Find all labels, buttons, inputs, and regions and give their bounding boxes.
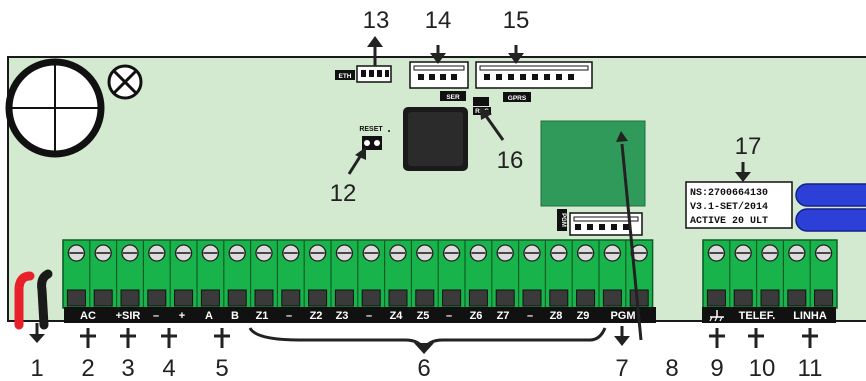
gprs-label: GPRS xyxy=(508,95,527,102)
main-terminal-6 xyxy=(196,240,220,308)
eth-label: ETH xyxy=(339,73,352,80)
terminal-label-minus-1: – xyxy=(153,310,159,322)
serial-line-3: ACTIVE 20 ULT xyxy=(690,216,768,227)
main-terminal-5 xyxy=(169,240,194,308)
main-terminal-15 xyxy=(437,240,462,308)
terminal-label-z1: Z1 xyxy=(256,310,269,322)
main-terminal-2 xyxy=(89,240,113,308)
main-terminal-8 xyxy=(250,240,274,308)
terminal-label-z7: Z7 xyxy=(497,310,510,322)
callout-1: 1 xyxy=(30,355,43,381)
terminal-label-z9: Z9 xyxy=(577,310,590,322)
main-terminal-4 xyxy=(142,240,167,308)
callout-arrows xyxy=(29,36,818,355)
terminal-label-telef: TELEF. xyxy=(739,310,776,322)
callout-16: 16 xyxy=(497,147,524,174)
buzzer xyxy=(5,58,105,158)
main-terminal-22 xyxy=(625,240,649,308)
main-terminal-10 xyxy=(303,240,328,308)
terminal-label-minus-3: – xyxy=(366,310,372,322)
screw-hole xyxy=(107,64,143,100)
main-terminal-21 xyxy=(598,240,622,308)
pgm-jumper-label: PGM xyxy=(560,213,566,227)
main-terminal-3 xyxy=(115,240,140,308)
main-terminal-18 xyxy=(517,240,542,308)
blue-connector-top xyxy=(795,183,866,207)
callout-2: 2 xyxy=(81,355,94,381)
terminal-label-z6: Z6 xyxy=(470,310,483,322)
callout-13: 13 xyxy=(363,7,390,34)
reset-jumper: RESET xyxy=(359,126,390,150)
phone-terminal-4 xyxy=(782,240,807,308)
main-terminal-9 xyxy=(276,240,301,308)
main-terminal-block xyxy=(62,239,654,309)
terminal-label-z2: Z2 xyxy=(310,310,323,322)
phone-terminal-block xyxy=(702,239,838,309)
terminal-label-plus: + xyxy=(179,310,185,322)
terminal-label-linha: LINHA xyxy=(793,310,827,322)
main-terminal-19 xyxy=(544,240,569,308)
callout-8: 8 xyxy=(665,355,678,381)
terminal-label-minus-2: – xyxy=(286,310,292,322)
main-terminal-12 xyxy=(357,240,381,308)
terminal-label-sir: +SIR xyxy=(116,310,141,322)
callout-3: 3 xyxy=(121,355,134,381)
callout-4: 4 xyxy=(162,355,175,381)
main-terminal-13 xyxy=(384,240,408,308)
phone-terminal-3 xyxy=(755,240,780,308)
gsm-module xyxy=(540,120,646,207)
reset-label: RESET xyxy=(359,126,383,133)
terminal-label-z4: Z4 xyxy=(390,310,404,322)
ground-symbol-icon xyxy=(709,310,724,322)
callout-11: 11 xyxy=(798,355,823,381)
serial-label: NS:2700664130 V3.1-SET/2014 ACTIVE 20 UL… xyxy=(685,181,793,229)
blue-connector-bottom xyxy=(795,208,866,232)
main-label-bar: AC +SIR – + A B Z1 – Z2 Z3 – Z4 Z5 – Z6 … xyxy=(64,307,656,323)
microcontroller-chip xyxy=(403,107,468,171)
ser-label: SER xyxy=(446,94,460,101)
callout-7: 7 xyxy=(615,355,628,381)
red-wire xyxy=(14,271,35,330)
phone-terminal-1 xyxy=(702,240,726,308)
terminal-label-minus-4: – xyxy=(446,310,452,322)
terminal-label-z5: Z5 xyxy=(417,310,430,322)
serial-line-2: V3.1-SET/2014 xyxy=(690,201,768,213)
callout-14: 14 xyxy=(425,7,452,34)
terminal-label-z3: Z3 xyxy=(336,310,349,322)
main-terminal-14 xyxy=(410,240,435,308)
callout-17: 17 xyxy=(735,133,762,160)
callout-6: 6 xyxy=(417,355,430,381)
main-terminal-11 xyxy=(330,240,354,308)
main-terminal-1 xyxy=(62,240,86,308)
black-wire xyxy=(37,269,53,330)
pgm-connector: PGM xyxy=(557,209,643,236)
terminal-label-a: A xyxy=(205,310,213,322)
callout-15: 15 xyxy=(503,7,530,34)
eth-connector: ETH xyxy=(335,65,392,83)
gprs-connector: GPRS xyxy=(475,61,593,102)
terminal-label-ac: AC xyxy=(80,310,96,322)
callout-9: 9 xyxy=(710,355,723,381)
terminal-label-minus-5: – xyxy=(527,310,533,322)
main-terminal-20 xyxy=(571,240,596,308)
callout-5: 5 xyxy=(215,355,228,381)
terminal-label-z8: Z8 xyxy=(550,310,563,322)
right-label-bar: TELEF. LINHA xyxy=(702,307,836,323)
main-terminal-7 xyxy=(223,240,247,308)
phone-terminal-2 xyxy=(729,240,753,308)
callout-10: 10 xyxy=(749,355,776,381)
callout-12: 12 xyxy=(330,180,357,207)
phone-terminal-5 xyxy=(809,240,834,308)
main-terminal-16 xyxy=(464,240,488,308)
terminal-label-b: B xyxy=(231,310,239,322)
serial-line-1: NS:2700664130 xyxy=(690,188,768,199)
main-terminal-17 xyxy=(491,240,515,308)
terminal-label-pgm: PGM xyxy=(610,310,635,322)
